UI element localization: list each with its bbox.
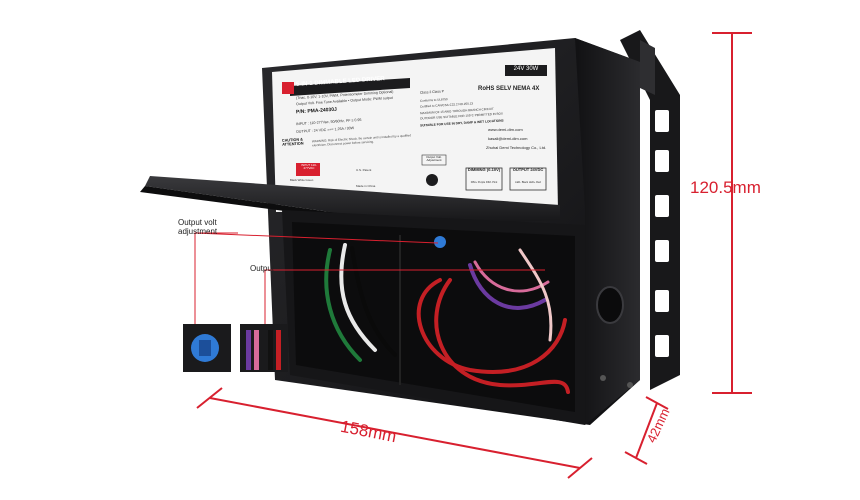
- inset-output: [240, 324, 288, 372]
- inset-adjustment: [183, 324, 231, 372]
- label-patent: U.S. Patent: [356, 168, 372, 172]
- label-dimming: DIMMING (0-10V): [467, 167, 501, 172]
- wiring-compartment: [282, 210, 585, 425]
- label-output-mode: OUTPUT 24VDC: [512, 167, 544, 172]
- dimension-height: [712, 32, 752, 394]
- label-voltage-badge: 24V 30W: [513, 66, 539, 72]
- label-website: www.demi-dim.com: [488, 127, 523, 132]
- label-input-colors: Black White Green: [290, 178, 314, 182]
- callout-lines: [194, 232, 545, 335]
- dimension-depth: [624, 396, 669, 465]
- label-input-box: INPUT 110-277VAC: [301, 163, 317, 171]
- label-email: kasali@demi-dim.com: [488, 136, 528, 141]
- wires: [324, 236, 570, 394]
- product-label: [272, 48, 558, 212]
- callout-output-volt-adjustment: Output volt adjustment: [178, 218, 218, 236]
- label-made-in: Made in China: [356, 184, 376, 188]
- label-caution: CAUTION & ATTENTION: [281, 137, 304, 147]
- label-dimming-sub: DIM+ Purple DIM- Pink: [470, 181, 498, 184]
- mounting-bracket: [620, 30, 680, 390]
- dimension-height-label: 120.5mm: [690, 178, 761, 197]
- label-certs: RoHS SELV NEMA 4X: [478, 86, 540, 92]
- pn-label: P/N:: [295, 108, 307, 116]
- label-company: Zhuhai Demi Technology Co., Ltd.: [486, 145, 547, 150]
- label-output-sub: LED- Black LED+ Red: [515, 181, 541, 184]
- callout-output: Output: [250, 264, 275, 273]
- dimension-length: [196, 387, 593, 479]
- label-adjust: Output Volt. Adjustment: [426, 155, 442, 163]
